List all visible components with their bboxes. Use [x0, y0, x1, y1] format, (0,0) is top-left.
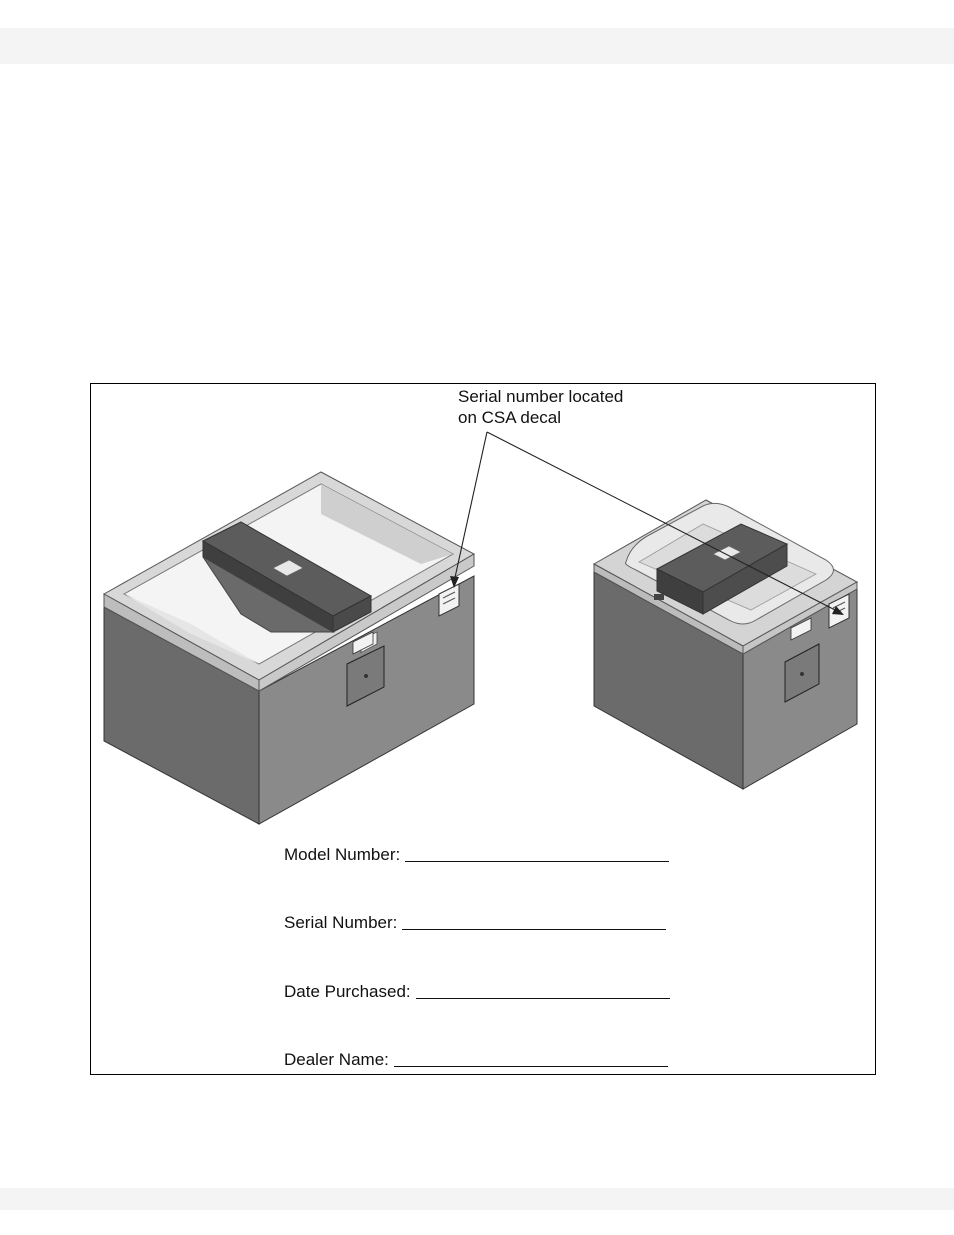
dealer-name-label: Dealer Name: — [284, 1050, 389, 1070]
serial-number-blank — [402, 929, 666, 930]
serial-number-label: Serial Number: — [284, 913, 397, 933]
left-unit-drawing — [104, 472, 474, 824]
washer-illustration — [91, 384, 875, 1074]
date-purchased-label: Date Purchased: — [284, 982, 411, 1002]
date-purchased-blank — [416, 998, 670, 999]
serial-number-field: Serial Number: — [284, 913, 666, 933]
page-footer-band — [0, 1188, 954, 1210]
dealer-name-field: Dealer Name: — [284, 1050, 668, 1070]
serial-callout-label: Serial number located on CSA decal — [458, 386, 623, 428]
model-number-field: Model Number: — [284, 845, 669, 865]
callout-line-2: on CSA decal — [458, 407, 623, 428]
model-number-label: Model Number: — [284, 845, 400, 865]
model-number-blank — [405, 861, 669, 862]
date-purchased-field: Date Purchased: — [284, 982, 670, 1002]
right-unit-drawing — [594, 500, 857, 789]
serial-location-figure: Serial number located on CSA decal Model… — [90, 383, 876, 1075]
callout-line-1: Serial number located — [458, 386, 623, 407]
dealer-name-blank — [394, 1066, 668, 1067]
page-header-band — [0, 28, 954, 64]
